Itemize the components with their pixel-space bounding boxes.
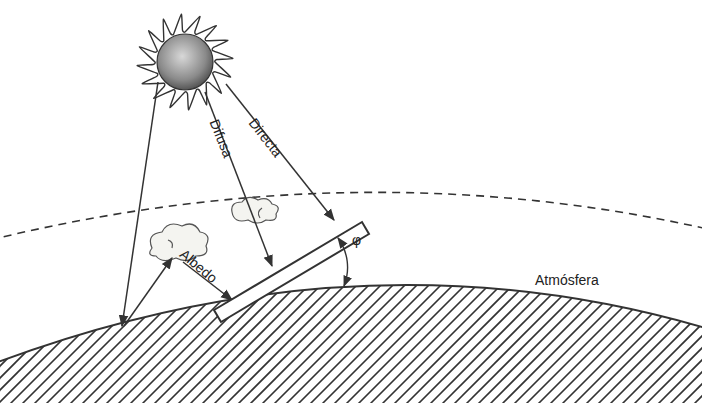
clouds	[150, 197, 279, 260]
hatch-line	[604, 260, 702, 403]
hatch-line	[592, 260, 702, 403]
hatch-line	[0, 260, 22, 403]
hatch-line	[700, 260, 702, 403]
hatch-line	[0, 260, 46, 403]
angle-label: φ	[352, 232, 361, 248]
ray-label: Difusa	[207, 117, 237, 160]
region-label: Atmósfera	[535, 272, 599, 288]
ground-surface	[0, 285, 702, 365]
sun-flares	[137, 14, 233, 110]
hatch-line	[0, 260, 142, 403]
radiation-rays	[122, 82, 334, 326]
hatch-line	[664, 260, 702, 403]
hatch-line	[688, 260, 702, 403]
solar-panel	[214, 222, 369, 322]
hatch-line	[676, 260, 702, 403]
hatch-line	[0, 260, 118, 403]
hatch-line	[628, 260, 702, 403]
hatch-line	[652, 260, 702, 403]
sun-disc	[157, 34, 213, 90]
hatch-line	[0, 260, 70, 403]
hatch-line	[0, 260, 34, 403]
hatch-line	[616, 260, 702, 403]
hatch-line	[0, 260, 82, 403]
ray-label: Directa	[246, 115, 286, 160]
ground-hatching	[0, 260, 702, 403]
sun	[137, 14, 233, 110]
tilt-angle	[338, 238, 348, 286]
